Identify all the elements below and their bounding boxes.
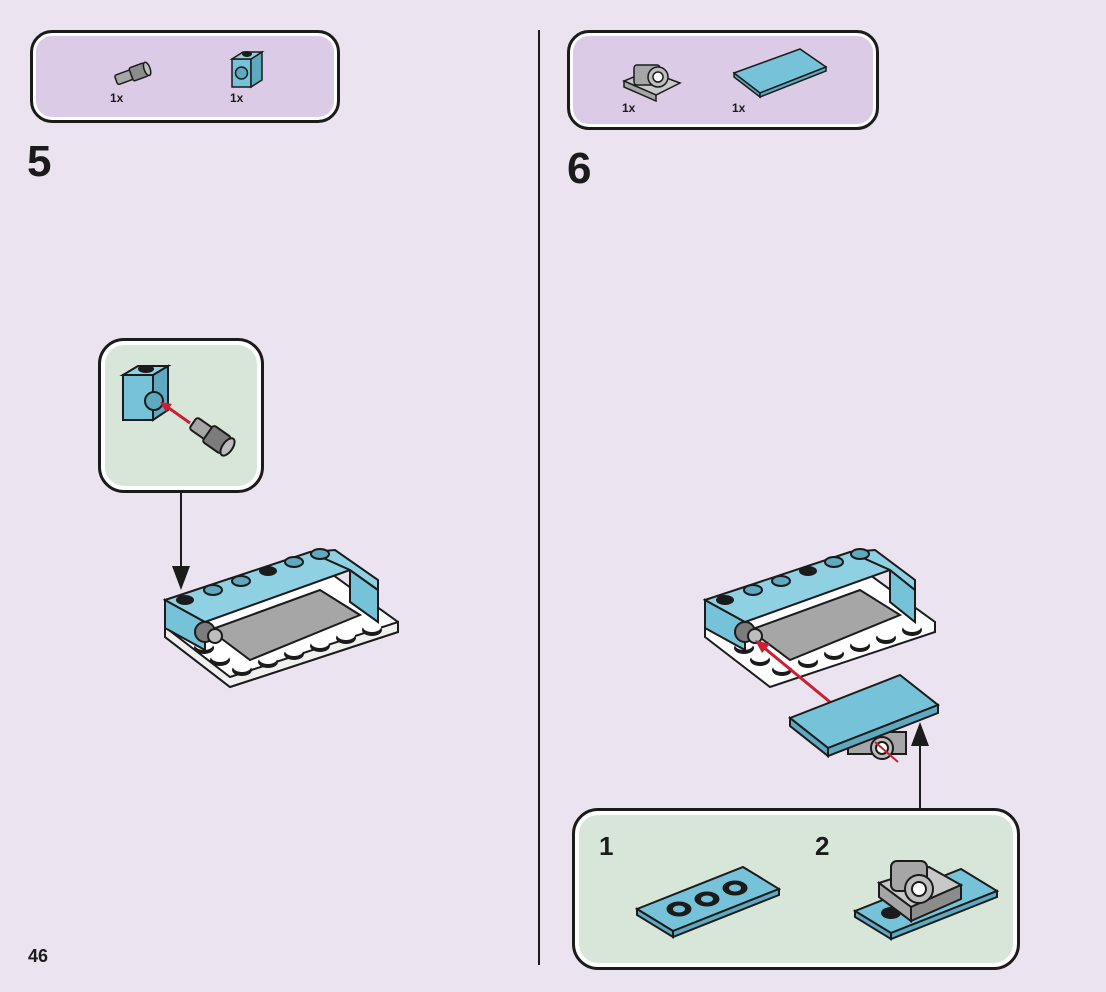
gray-pin-icon (114, 61, 152, 86)
blue-tile-icon (732, 48, 828, 99)
page-number: 46 (28, 946, 49, 966)
step6-model (702, 548, 940, 763)
step6-subassembly-callout: 1 2 (572, 808, 1020, 970)
callout-pointer-arrow (172, 490, 190, 590)
blue-technic-brick-icon (229, 50, 265, 89)
step-number: 6 (567, 144, 592, 193)
substep-number: 2 (815, 831, 830, 861)
step-number: 5 (27, 137, 52, 186)
callout-pointer-arrow (911, 722, 929, 810)
step6-parts-box: 1x 1x (567, 30, 879, 130)
step5-model (162, 548, 399, 689)
part-qty: 1x (230, 91, 244, 105)
step-divider (538, 30, 540, 965)
gray-clip-plate-icon (622, 64, 682, 103)
substep-number: 1 (599, 831, 614, 861)
step5-parts-box: 1x 1x (30, 30, 340, 123)
clip-on-plate-icon (852, 860, 1000, 941)
blue-plate-icon (634, 865, 782, 939)
part-qty: 1x (622, 101, 636, 115)
part-qty: 1x (732, 101, 746, 115)
callout-assembly-illustration (119, 364, 236, 457)
part-qty: 1x (110, 91, 124, 105)
